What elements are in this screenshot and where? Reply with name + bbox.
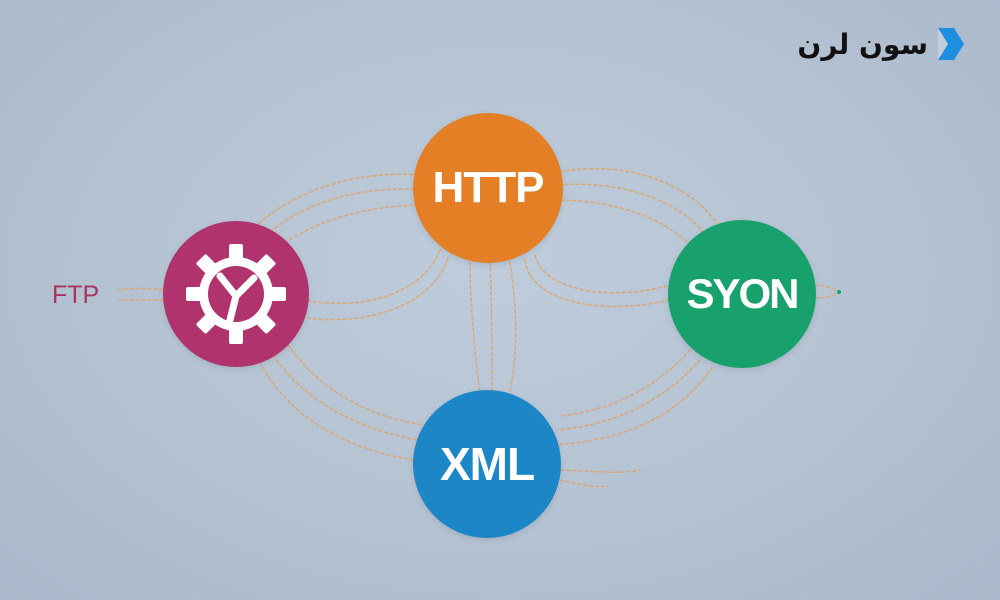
connector-http-xml-3 (509, 261, 517, 393)
connector-http-syon-low-1 (524, 259, 669, 308)
connector-gear-xml-3 (259, 361, 415, 461)
connector-gear-http-2 (261, 188, 421, 241)
gear-icon (186, 244, 286, 344)
connector-gear-xml-2 (284, 339, 426, 426)
connector-gear-http-1 (249, 173, 419, 233)
connector-http-syon-1 (559, 167, 721, 229)
connector-http-gear-low-2 (307, 257, 449, 321)
connector-syon-right-1 (814, 284, 839, 293)
xml-node: XML (413, 390, 561, 538)
http-label: HTTP (432, 163, 545, 212)
connector-gear-xml-1 (269, 349, 419, 441)
green-dot-icon (837, 290, 841, 294)
connector-syon-xml-1 (557, 359, 701, 431)
connector-http-xml-1 (469, 261, 481, 393)
connector-http-gear-low-1 (304, 249, 441, 305)
gear-node (163, 221, 309, 367)
connector-gear-http-3 (274, 204, 426, 251)
connector-syon-xml-2 (559, 349, 691, 417)
connector-xml-right-1 (559, 479, 609, 488)
syon-node: SYON (668, 220, 816, 368)
connector-http-syon-low-2 (534, 254, 671, 294)
logo-mark-icon (938, 28, 964, 60)
connector-http-xml-2 (489, 261, 493, 391)
xml-label: XML (439, 438, 535, 490)
brand-logo: سون لرن (795, 22, 970, 66)
logo-text: سون لرن (797, 27, 928, 61)
connector-syon-right-2 (814, 293, 839, 299)
syon-label: SYON (686, 270, 799, 317)
connector-ftp-gear-1 (117, 287, 166, 291)
http-node: HTTP (413, 113, 563, 263)
connector-syon-xml-3 (555, 367, 713, 446)
connector-xml-right-2 (554, 469, 641, 474)
connector-http-syon-3 (554, 199, 691, 246)
ftp-label: FTP (52, 281, 100, 309)
connector-http-syon-2 (557, 183, 706, 236)
